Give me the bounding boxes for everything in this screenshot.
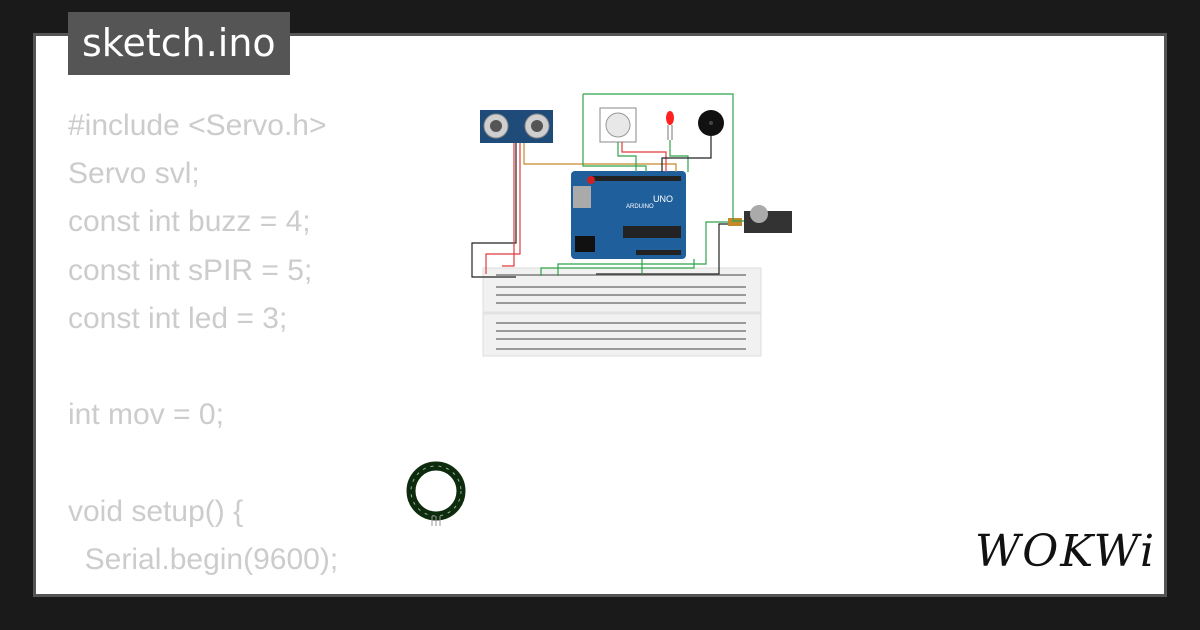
- wires: [471, 93, 744, 278]
- code-line: Serial.begin(9600);: [68, 542, 339, 576]
- file-tab[interactable]: sketch.ino: [68, 12, 290, 75]
- code-line: #include <Servo.h>: [68, 109, 327, 142]
- code-line: Servo svl;: [68, 157, 200, 191]
- code-editor: #include <Servo.h> Servo svl; const int …: [68, 102, 385, 594]
- arduino-brand-label: ARDUINO: [626, 204, 654, 210]
- preview-card: #include <Servo.h> Servo svl; const int …: [33, 33, 1167, 597]
- pir-motion-sensor: [599, 107, 637, 143]
- code-line: const int led = 3;: [68, 301, 288, 335]
- ultrasonic-sensor: [480, 110, 553, 143]
- code-line: const int buzz = 4;: [68, 205, 311, 239]
- piezo-buzzer: [698, 110, 724, 136]
- wokwi-logo: WOKWi: [975, 526, 1157, 577]
- servo-motor: [728, 205, 792, 233]
- code-line: pinMode(3, OUTPUT);: [68, 584, 385, 594]
- code-line: const int sPIR = 5;: [68, 253, 313, 287]
- code-line: int mov = 0;: [68, 398, 224, 432]
- circuit-diagram: UNO ARDUINO: [406, 93, 792, 526]
- neopixel-ring: [406, 461, 466, 526]
- red-led: [666, 111, 674, 140]
- breadboard: [482, 267, 762, 357]
- arduino-uno-board: UNO ARDUINO: [571, 171, 686, 259]
- arduino-uno-label: UNO: [653, 194, 673, 204]
- code-line: void setup() {: [68, 494, 244, 528]
